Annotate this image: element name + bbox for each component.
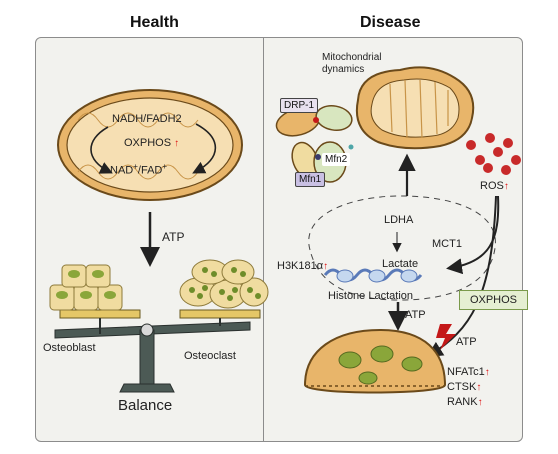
- up-arrow-icon: ↑: [174, 138, 180, 149]
- ros-to-cell-arrow: [446, 195, 500, 275]
- up-arrow-icon: ↑: [477, 397, 483, 408]
- ctsk-text: CTSK: [447, 381, 477, 393]
- mito-dynamics-label-2: dynamics: [322, 64, 365, 75]
- oxphos-box: OXPHOS: [459, 290, 528, 310]
- balance-scale: [54, 309, 261, 393]
- ctsk-label: CTSK↑: [447, 381, 481, 393]
- dashed-region: [308, 195, 496, 301]
- health-header: Health: [130, 14, 179, 31]
- rank-label: RANK↑: [447, 396, 483, 408]
- osteoblast-label: Osteoblast: [43, 342, 96, 354]
- up-arrow-icon: ↑: [476, 382, 482, 393]
- drp1-mitochondrion: [275, 105, 353, 137]
- health-atp-label: ATP: [162, 230, 185, 244]
- histone-lactation-label: Histone Lactation: [328, 290, 413, 302]
- rank-text: RANK: [447, 396, 478, 408]
- osteoblast-cells: [49, 264, 123, 311]
- mfn1-tag: Mfn1: [295, 172, 326, 187]
- atp-right-label: ATP: [456, 336, 477, 348]
- fad-text: /FAD: [137, 164, 163, 177]
- nad-sup: +: [133, 162, 138, 171]
- up-arrow-icon: ↑: [323, 261, 329, 272]
- ros-text: ROS: [480, 180, 504, 192]
- disease-header: Disease: [360, 14, 421, 31]
- oxphos-text: OXPHOS: [124, 137, 172, 149]
- mito-dynamics-label-1: Mitochondrial: [322, 52, 382, 63]
- drp1-tag: DRP-1: [280, 98, 319, 113]
- ldha-label: LDHA: [384, 214, 414, 226]
- histone-dna: [323, 268, 423, 283]
- disease-osteoclast: [303, 328, 447, 394]
- oxphos-label: OXPHOS ↑: [124, 137, 179, 149]
- osteoclast-cells: [179, 259, 269, 309]
- up-arrow-icon: ↑: [484, 367, 490, 378]
- balance-label: Balance: [118, 397, 173, 414]
- health-mitochondrion: [57, 89, 243, 201]
- atp-center-label: ATP: [405, 309, 426, 321]
- nfatc1-label: NFATc1↑: [447, 366, 490, 378]
- mfn2-tag: Mfn2: [322, 153, 351, 166]
- mct1-label: MCT1: [432, 238, 462, 250]
- ros-dots: [466, 133, 521, 175]
- disease-mitochondrion: [356, 66, 475, 150]
- nfatc1-text: NFATc1: [447, 366, 485, 378]
- h3k-label: H3K181α↑: [277, 260, 328, 272]
- osteoclast-label: Osteoclast: [184, 350, 236, 362]
- up-arrow-icon: ↑: [503, 181, 509, 192]
- nadh-label: NADH/FADH2: [112, 113, 182, 125]
- lightning-icon: [436, 324, 456, 350]
- lactate-label: Lactate: [382, 258, 419, 270]
- ros-label: ROS↑: [480, 180, 509, 192]
- nad-label: NAD+/FAD+: [110, 162, 167, 177]
- h3k-text: H3K181α: [277, 260, 324, 272]
- fad-sup: +: [162, 162, 168, 171]
- nad-text: NAD: [110, 164, 134, 177]
